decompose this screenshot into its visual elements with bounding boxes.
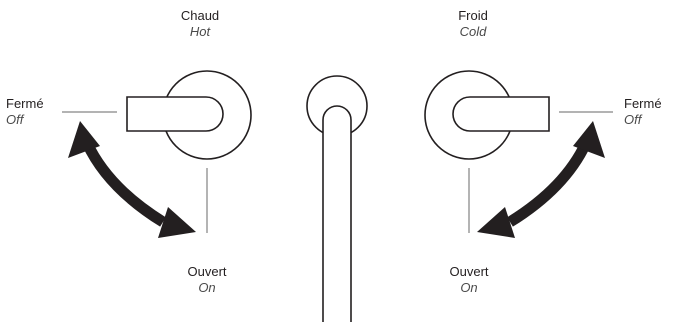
hot-off-label: Fermé Off (6, 96, 44, 128)
cold-off-label-fr: Fermé (624, 96, 662, 111)
hot-rotation-arrow (68, 121, 196, 238)
hot-label-fr: Chaud (180, 8, 220, 23)
hot-arrow-head-up (68, 121, 100, 158)
hot-on-label-fr: Ouvert (187, 264, 227, 279)
hot-handle-lever (126, 96, 224, 132)
cold-on-label-en: On (460, 280, 478, 295)
cold-label: Froid Cold (458, 8, 488, 40)
hot-arrow-head-down (158, 207, 196, 238)
cold-rotation-arrow (477, 121, 605, 238)
cold-label-fr: Froid (458, 8, 488, 23)
hot-on-label-en: On (198, 280, 216, 295)
hot-label-en: Hot (189, 24, 211, 39)
hot-label: Chaud Hot (181, 8, 219, 40)
cold-arrow-head-down (477, 207, 515, 238)
hot-off-label-fr: Fermé (6, 96, 44, 111)
center-handle-lever (322, 105, 352, 322)
hot-handle (126, 70, 252, 160)
cold-off-label: Fermé Off (624, 96, 662, 128)
cold-on-label-fr: Ouvert (449, 264, 489, 279)
hot-on-label: Ouvert On (187, 264, 226, 296)
cold-handle-lever (452, 96, 550, 132)
cold-on-label: Ouvert On (449, 264, 488, 296)
cold-handle (424, 70, 550, 160)
center-lever-handle (306, 75, 368, 322)
cold-label-en: Cold (459, 24, 487, 39)
cold-off-label-en: Off (624, 112, 642, 127)
hot-off-label-en: Off (6, 112, 24, 127)
cold-arrow-head-up (573, 121, 605, 158)
